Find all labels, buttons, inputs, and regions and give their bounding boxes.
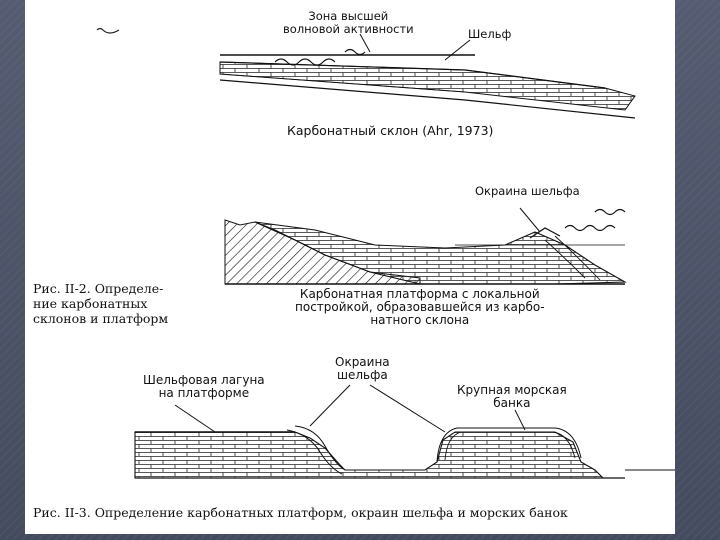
label-large-marine-bank: Крупная морская банка <box>457 383 567 410</box>
scan-mark <box>96 27 120 34</box>
label-shelf-edge-2: Окраина шельфа <box>335 355 390 382</box>
label-shelf: Шельф <box>468 27 512 41</box>
caption-carbonate-slope: Карбонатный склон (Ahr, 1973) <box>287 123 494 138</box>
figure-caption-ii-3: Рис. II-3. Определение карбонатных платф… <box>33 505 568 520</box>
slope-diagram <box>219 33 636 119</box>
figure-caption-ii-2: Рис. II-2. Определе- ние карбонатных скл… <box>33 281 169 326</box>
platform-diagram <box>224 207 627 285</box>
geology-diagrams <box>96 27 675 479</box>
caption-carbonate-platform: Карбонатная платформа с локальной постро… <box>295 287 545 327</box>
bank-diagram <box>134 384 675 479</box>
label-shelf-edge-1: Окраина шельфа <box>475 184 580 198</box>
label-shelf-lagoon: Шельфовая лагуна на платформе <box>143 373 265 400</box>
scanned-page: Зона высшей волновой активности Шельф Ка… <box>25 0 675 534</box>
label-wave-zone: Зона высшей волновой активности <box>283 9 414 36</box>
